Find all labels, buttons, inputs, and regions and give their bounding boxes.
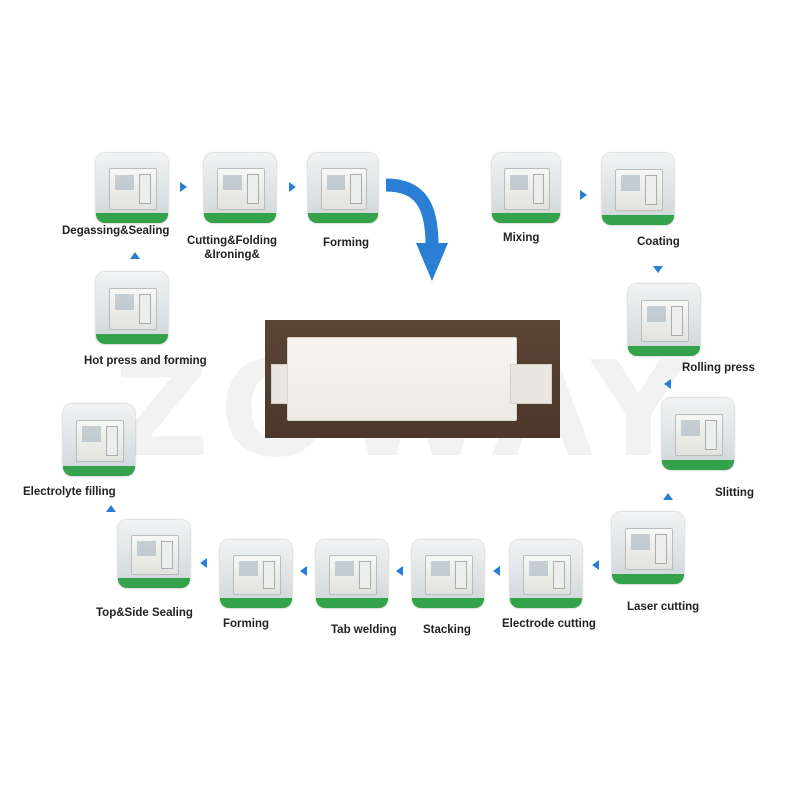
cell-tab-right <box>510 364 552 404</box>
arrow-up-icon <box>663 493 673 500</box>
coating-photo <box>602 153 674 225</box>
electrolyte-filling-photo <box>63 404 135 476</box>
slitting-photo <box>662 398 734 470</box>
electrode-cutting-photo <box>510 540 582 608</box>
arrow-up-icon <box>106 505 116 512</box>
cutting-folding-label: Cutting&Folding&Ironing& <box>186 235 278 261</box>
arrow-left-icon <box>300 566 307 576</box>
arrow-down-icon <box>653 266 663 273</box>
pouch-cell-photo <box>265 320 560 438</box>
forming-bottom-photo <box>220 540 292 608</box>
forming-bottom-label: Forming <box>223 618 269 630</box>
arrow-up-icon <box>130 252 140 259</box>
top-side-sealing-photo <box>118 520 190 588</box>
rolling-press-label: Rolling press <box>682 362 755 374</box>
arrow-right-icon <box>580 190 587 200</box>
curved-arrow-icon <box>385 178 448 281</box>
stacking-label: Stacking <box>423 624 471 636</box>
arrow-left-icon <box>592 560 599 570</box>
hot-press-forming-photo <box>96 272 168 344</box>
laser-cutting-label: Laser cutting <box>627 601 700 613</box>
top-side-sealing-label: Top&Side Sealing <box>96 607 193 619</box>
tab-welding-label: Tab welding <box>331 624 397 636</box>
forming-top-label: Forming <box>323 237 369 249</box>
arrow-left-icon <box>200 558 207 568</box>
electrolyte-filling-label: Electrolyte filling <box>23 486 116 498</box>
electrode-cutting-label: Electrode cutting <box>502 618 596 630</box>
slitting-label: Slitting <box>715 487 754 499</box>
arrow-left-icon <box>664 379 671 389</box>
rolling-press-photo <box>628 284 700 356</box>
coating-label: Coating <box>637 236 680 248</box>
mixing-photo <box>492 153 560 223</box>
cutting-folding-photo <box>204 153 276 223</box>
forming-top-photo <box>308 153 378 223</box>
cell-pouch <box>287 337 517 421</box>
mixing-label: Mixing <box>503 232 540 244</box>
arrow-right-icon <box>180 182 187 192</box>
tab-welding-photo <box>316 540 388 608</box>
hot-press-forming-label: Hot press and forming <box>84 355 207 367</box>
arrow-left-icon <box>493 566 500 576</box>
degassing-sealing-photo <box>96 153 168 223</box>
arrow-right-icon <box>289 182 296 192</box>
degassing-sealing-label: Degassing&Sealing <box>62 225 170 237</box>
laser-cutting-photo <box>612 512 684 584</box>
stacking-photo <box>412 540 484 608</box>
arrow-left-icon <box>396 566 403 576</box>
